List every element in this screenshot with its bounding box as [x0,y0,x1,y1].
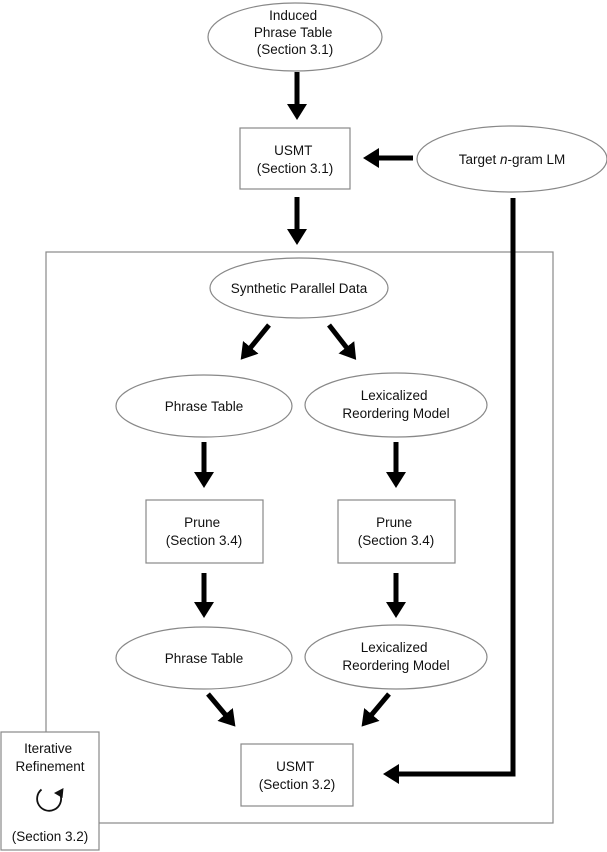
svg-text:Prune (Section 3.4): Prune (Section 3.4) [166,515,243,548]
svg-text:Induced Phrase Table: Induced Phrase Table (Section 3.1) [254,8,336,57]
arrow-phrase-table-to-usmt [206,692,236,727]
svg-text:Prune (Section 3.4): Prune (Section 3.4) [358,515,435,548]
synthetic-parallel-data-node: Synthetic Parallel Data [209,257,389,319]
prune-left-line-2: (Section 3.4) [166,533,243,548]
svg-text:Iterative Refinement: Iterative Refinement [15,741,84,774]
prune-left-node: Prune (Section 3.4) [145,499,264,564]
usmt-bottom-line-2: (Section 3.2) [259,777,336,792]
prune-right-line-2: (Section 3.4) [358,533,435,548]
usmt-top-node: USMT (Section 3.1) [239,127,351,190]
arrow-spd-to-reordering [327,323,357,360]
target-ngram-lm-node: Target n-gram LM [416,125,607,193]
refresh-icon [36,788,64,812]
arrow-reordering-to-usmt [361,692,391,727]
lexicalized-reordering-2-line-2: Reordering Model [342,658,449,673]
refinement-loop-container [45,251,554,824]
phrase-table-2-node: Phrase Table [115,626,293,690]
prune-right-node: Prune (Section 3.4) [337,499,456,564]
lexicalized-reordering-1-node: Lexicalized Reordering Model [304,372,488,438]
svg-text:Target n-gram LM: Target n-gram LM [459,152,566,167]
usmt-top-line-1: USMT [274,143,312,158]
arrow-spd-to-phrase-table [240,323,271,360]
target-lm-prefix: Target [459,152,500,167]
arrow-lm-to-usmt-bottom [383,198,516,784]
iterative-refinement-line-2: Refinement [15,759,84,774]
svg-text:Lexicalized Reordering M: Lexicalized Reordering Model [342,388,449,421]
prune-right-line-1: Prune [376,515,412,530]
phrase-table-2-label: Phrase Table [165,651,244,666]
induced-phrase-table-line-1: Induced [269,8,317,23]
arrows [194,72,516,784]
usmt-top-line-2: (Section 3.1) [257,161,334,176]
usmt-bottom-line-1: USMT [276,759,314,774]
phrase-table-1-label: Phrase Table [165,399,244,414]
svg-text:Lexicalized Reordering M: Lexicalized Reordering Model [342,640,449,673]
target-lm-italic: n [500,152,508,167]
phrase-table-1-node: Phrase Table [115,374,293,438]
lexicalized-reordering-2-line-1: Lexicalized [361,640,428,655]
induced-phrase-table-line-2: Phrase Table [254,25,333,40]
svg-text:USMT (Section 3.2): USMT (Section 3.2) [259,759,336,792]
target-lm-suffix: -gram LM [508,152,566,167]
lexicalized-reordering-1-line-1: Lexicalized [361,388,428,403]
synthetic-parallel-data-label: Synthetic Parallel Data [231,281,368,296]
prune-left-line-1: Prune [184,515,220,530]
induced-phrase-table-line-3: (Section 3.1) [257,42,334,57]
iterative-refinement-line-1: Iterative [24,741,72,756]
lexicalized-reordering-1-line-2: Reordering Model [342,406,449,421]
iterative-refinement-node: Iterative Refinement (Section 3.2) [0,731,100,851]
iterative-refinement-section: (Section 3.2) [12,829,89,844]
svg-text:USMT (Section 3.1): USMT (Section 3.1) [257,143,334,176]
lexicalized-reordering-2-node: Lexicalized Reordering Model [304,624,488,690]
induced-phrase-table-node: Induced Phrase Table (Section 3.1) [207,2,383,72]
usmt-bottom-node: USMT (Section 3.2) [240,743,354,807]
